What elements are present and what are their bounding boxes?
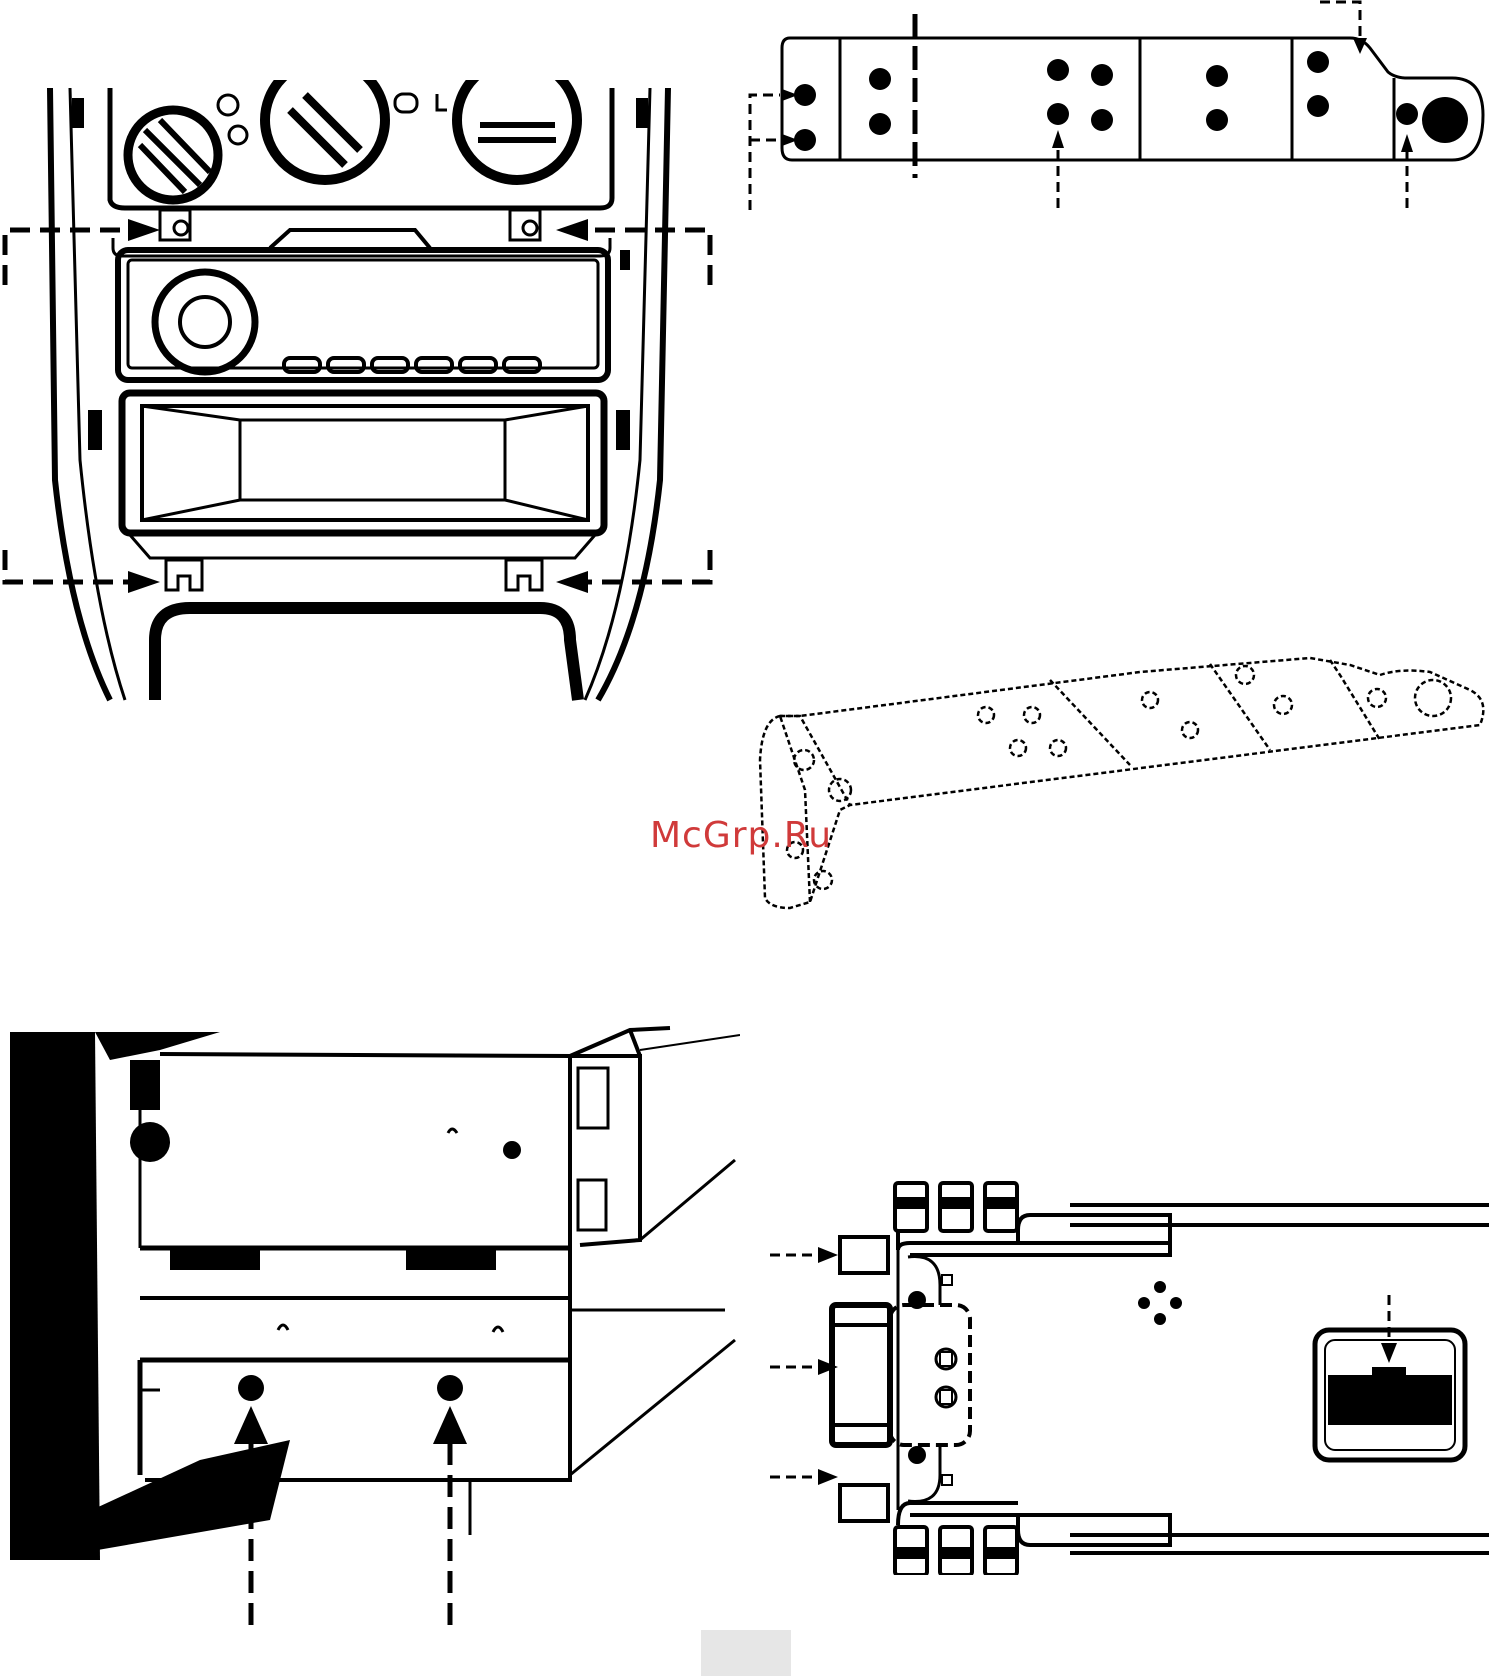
- page-tab: [701, 1630, 791, 1676]
- radio-unit-side-figure: [0, 1020, 740, 1640]
- dashboard-console-figure: [0, 80, 715, 710]
- chassis-top-view-figure: [760, 1175, 1489, 1575]
- mounting-bracket-3d-figure: [740, 640, 1489, 920]
- mounting-bracket-flat-figure: [740, 0, 1489, 220]
